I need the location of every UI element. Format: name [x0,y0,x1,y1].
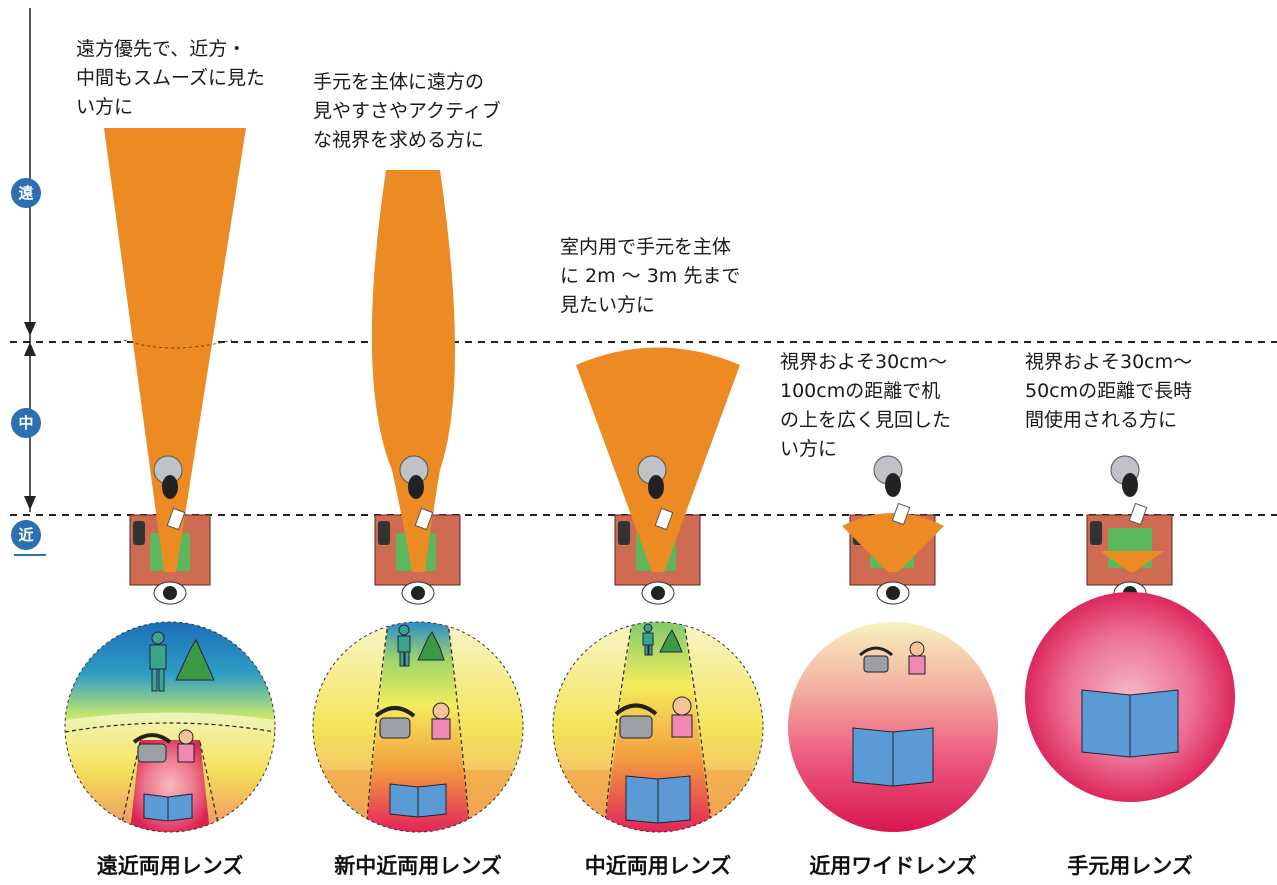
person-far-icon [149,631,167,692]
mountain-icon [175,638,215,681]
vision-field [842,513,944,572]
lens-4-view [788,622,998,832]
telephone-icon [374,706,416,739]
phone-icon [618,521,630,545]
lens-2-name: 新中近両用レンズ [334,854,502,878]
lens-3-topview [576,347,740,605]
lens-3-name: 中近両用レンズ [584,854,732,878]
lens-3-view [553,622,763,832]
telephone-icon [132,733,172,763]
zone-near-badge: 近 [11,520,41,550]
lens-2-topview [371,170,461,605]
lens-4-topview [842,455,944,605]
person-near-icon [908,641,926,675]
lens-1-name: 遠近両用レンズ [96,854,244,878]
person-far-icon [397,624,411,667]
distance-axis [14,8,46,556]
lens-1-description: 遠方優先で、近方・中間もスムーズに見たい方に [76,38,266,118]
lens-4-name: 近用ワイドレンズ [809,854,977,878]
vision-field [371,170,455,572]
lens-1-view [65,622,275,832]
vision-field [104,128,246,572]
vision-field [1100,551,1164,572]
telephone-icon [614,703,658,739]
person-far-icon [642,623,654,656]
lens-2-view [313,622,523,832]
mountain-icon [417,631,445,661]
lens-5-view [1025,592,1235,802]
person-near-icon [177,729,195,763]
person-near-icon [431,702,451,740]
lens-3-description: 室内用で手元を主体に 2m 〜 3m 先まで見たい方に [560,236,741,316]
mountain-icon [659,629,683,653]
lens-1-topview [104,128,246,605]
person-near-icon [671,696,693,738]
lens-5-description: 視界およそ30cm〜50cmの距離で長時間使用される方に [1025,351,1193,431]
phone-icon [133,521,145,545]
lens-2-description: 手元を主体に遠方の見やすさやアクティブな視界を求める方に [313,71,501,151]
zone-far-badge: 遠 [11,178,41,208]
telephone-icon [859,646,893,673]
lens-5-name: 手元用レンズ [1067,854,1193,878]
zone-mid-badge: 中 [11,408,41,438]
lens-4-description: 視界およそ30cm〜100cmの距離で机の上を広く見回したい方に [780,351,952,460]
phone-icon [378,521,390,545]
lens-5-topview [1086,455,1173,605]
phone-icon [1090,521,1102,545]
